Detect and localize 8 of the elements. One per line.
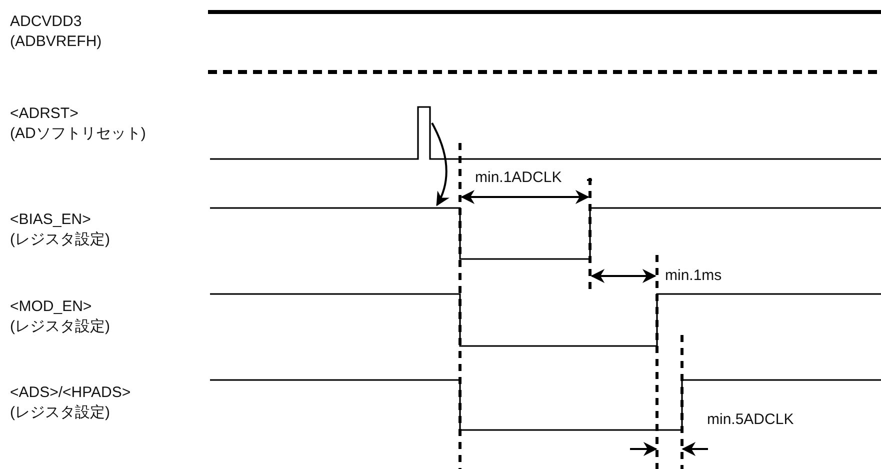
timing-label: min.1ms (665, 266, 722, 286)
signal-label: <BIAS_EN> (レジスタ設定) (10, 210, 110, 250)
signal-label: ADCVDD3 (ADBVREFH) (10, 12, 102, 52)
signal-label: <ADRST> (ADソフトリセット) (10, 104, 146, 144)
timing-label: min.5ADCLK (707, 410, 794, 430)
signal-label: <MOD_EN> (レジスタ設定) (10, 297, 110, 337)
signal-label: <ADS>/<HPADS> (レジスタ設定) (10, 383, 131, 423)
timing-label: min.1ADCLK (475, 168, 562, 188)
